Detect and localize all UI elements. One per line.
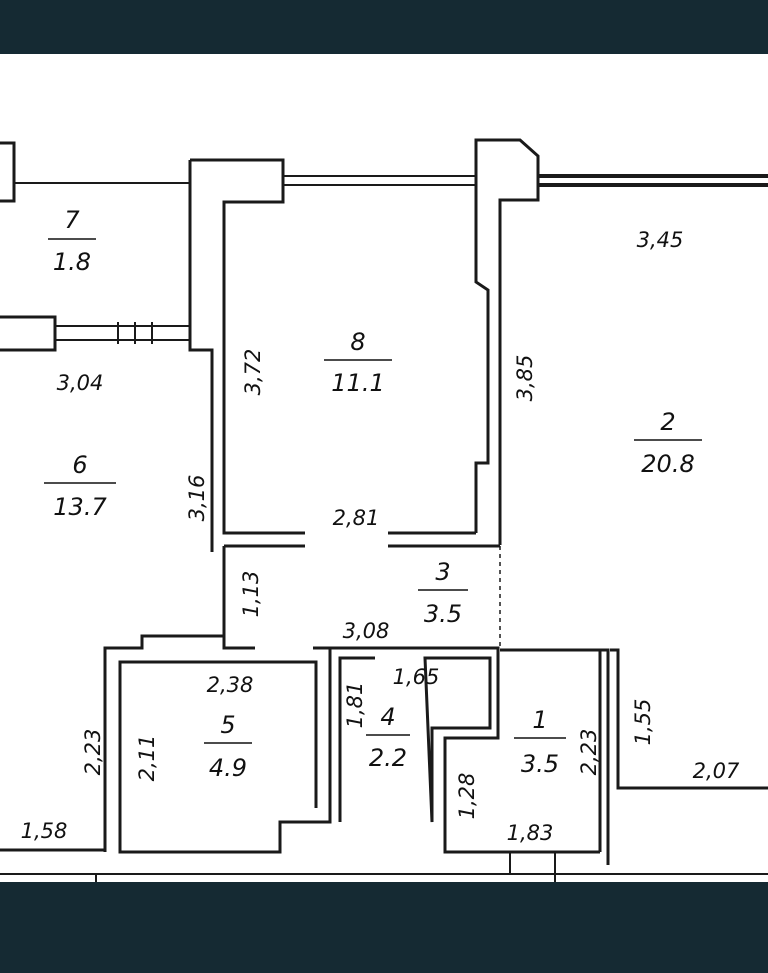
wall-room4 [338,656,492,823]
wall-room1 [500,648,610,865]
room-7-number: 7 [64,206,80,234]
floor-plan-sheet [0,54,768,882]
room-7-label: 7 1.8 [48,206,96,276]
dim-room5-width: 2,38 [207,673,254,697]
window-top-right [538,174,768,187]
room-2-area: 20.8 [641,450,694,478]
dim-room6-height: 3,16 [185,475,209,522]
dim-room5-height: 2,11 [135,735,159,782]
room-5-area: 4.9 [209,754,247,782]
dim-corridor-height: 1,13 [239,571,263,618]
room-2-label: 2 20.8 [634,408,702,478]
room-5-number: 5 [220,711,235,739]
dim-room2-lower: 1,55 [631,699,655,746]
dim-room1-height: 2,23 [577,729,601,776]
wall-room8-right [474,138,540,545]
dim-room8-width: 2,81 [333,506,380,530]
room-6-area: 13.7 [53,493,107,521]
room-4-area: 2.2 [369,744,407,772]
wall-room4-outer [330,646,600,854]
dim-room8-height: 3,72 [241,349,265,396]
room-1-area: 3.5 [521,750,559,778]
dim-room1-left-height: 1,28 [455,773,479,820]
room-5-label: 5 4.9 [204,711,252,782]
dim-room6-width: 3,04 [57,371,104,395]
dim-room4-height: 1,81 [343,682,367,729]
window-room6 [55,322,190,344]
dim-bottom-left: 1,58 [21,819,68,843]
room-1-label: 1 3.5 [514,706,566,778]
room-6-label: 6 13.7 [44,451,116,521]
room-3-area: 3.5 [424,600,462,628]
wall-left-stub-top [0,141,16,203]
door-room1 [509,852,556,882]
room-8-area: 11.1 [331,369,384,397]
room-4-label: 4 2.2 [366,703,410,772]
dim-room2-height: 3,85 [513,355,537,402]
dim-room4-width: 1,65 [393,665,440,689]
room-4-number: 4 [380,703,395,731]
window-top-center [283,175,476,186]
room-2-number: 2 [660,408,675,436]
room-1-number: 1 [532,706,547,734]
top-frame-bar [0,0,768,54]
wall-room5 [103,634,332,854]
wall-column-left [188,158,305,552]
room-6-number: 6 [72,451,87,479]
wall-room2-bottom [610,648,768,790]
dim-room2-width: 3,45 [637,228,684,252]
dim-corridor-width: 3,08 [343,619,390,643]
dim-left-height: 2,23 [81,729,105,776]
room-8-label: 8 11.1 [324,328,392,397]
room-3-number: 3 [435,558,450,586]
room-8-number: 8 [350,328,365,356]
wall-left-stub-mid [0,315,57,352]
dim-room2-bottom: 2,07 [693,759,740,783]
bottom-frame-bar [0,882,768,973]
room-3-label: 3 3.5 [418,558,468,628]
dim-room1-width: 1,83 [507,821,554,845]
room-7-area: 1.8 [53,248,91,276]
